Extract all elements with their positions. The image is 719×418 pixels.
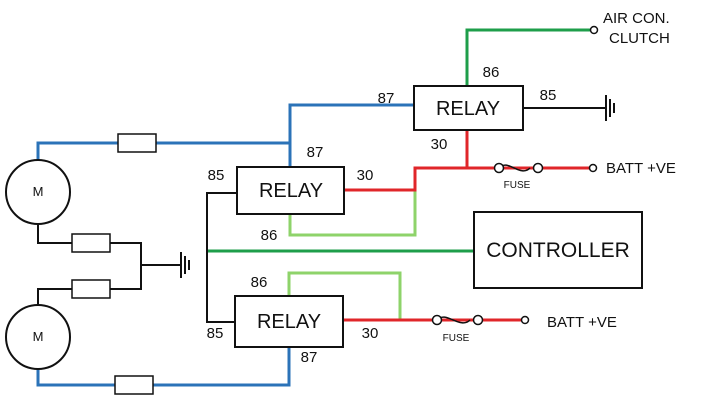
pin-label: 30	[431, 136, 448, 153]
pin-label: 87	[307, 144, 324, 161]
relay-bottom: RELAY	[234, 295, 344, 348]
aircon-label-line1: AIR CON.	[603, 10, 670, 27]
batt-top-label: BATT +VE	[606, 160, 676, 177]
pin-labels: 86 85 87 30 85 87 30 86 86 85 30 87	[207, 64, 557, 366]
fuse-label: FUSE	[504, 180, 531, 191]
batt-bottom-label: BATT +VE	[547, 314, 617, 331]
relay-label: RELAY	[257, 311, 321, 333]
resistor-icon	[114, 375, 154, 395]
fuse-label: FUSE	[443, 333, 470, 344]
top-relay-87-to-middle-relay-wire	[288, 103, 414, 166]
top-motor-to-relay-wire	[36, 141, 290, 160]
resistor-icon	[71, 233, 111, 253]
pin-label: 85	[207, 325, 224, 342]
terminals	[520, 25, 599, 325]
relay-box	[413, 85, 524, 131]
pin-label: 85	[208, 167, 225, 184]
motor-icon	[5, 304, 71, 370]
blue-wires	[36, 103, 414, 387]
pin-label: 86	[483, 64, 500, 81]
pin-label: 87	[301, 349, 318, 366]
fuse-bottom: FUSE	[431, 314, 484, 344]
relay-85-bus-wire	[206, 192, 237, 323]
controller: CONTROLLER	[473, 211, 643, 289]
pin-label: 30	[357, 167, 374, 184]
pin-label: 86	[261, 227, 278, 244]
ground-icon	[605, 95, 615, 121]
motor-label: M	[33, 329, 44, 344]
relay-label: RELAY	[259, 180, 323, 202]
relay-label: RELAY	[436, 98, 500, 120]
aircon-terminal-icon	[589, 25, 599, 35]
top-relay-30-wire	[344, 130, 469, 192]
fuse-top: FUSE	[493, 162, 544, 191]
resistor-icon	[117, 133, 157, 153]
motor-label: M	[33, 184, 44, 199]
motor-top: M	[5, 159, 71, 225]
aircon-clutch-wire	[465, 28, 591, 88]
relay-box	[236, 166, 345, 215]
pin-label: 85	[540, 87, 557, 104]
controller-box	[473, 211, 643, 289]
motor-bottom: M	[5, 304, 71, 370]
resistor-icon	[71, 279, 111, 299]
batt-top-terminal-icon	[588, 163, 598, 173]
controller-label: CONTROLLER	[486, 239, 630, 262]
motor-icon	[5, 159, 71, 225]
light-green-wires	[287, 190, 417, 320]
green-wires	[207, 28, 591, 253]
bottom-relay-86-loop-wire	[287, 271, 402, 320]
resistors	[71, 133, 157, 395]
aircon-label-line2: CLUTCH	[609, 30, 670, 47]
pin-label: 87	[378, 90, 395, 107]
middle-relay-86-wire	[288, 190, 417, 237]
pin-label: 30	[362, 325, 379, 342]
ground-icon	[180, 252, 190, 278]
relay-middle: RELAY	[236, 166, 345, 215]
bottom-motor-to-bottom-relay-wire	[36, 348, 291, 387]
relay-box	[234, 295, 344, 348]
relay-top: RELAY	[413, 85, 524, 131]
batt-bottom-terminal-icon	[520, 315, 530, 325]
pin-label: 86	[251, 274, 268, 291]
terminal-labels: AIR CON. CLUTCH BATT +VE BATT +VE	[547, 10, 676, 331]
